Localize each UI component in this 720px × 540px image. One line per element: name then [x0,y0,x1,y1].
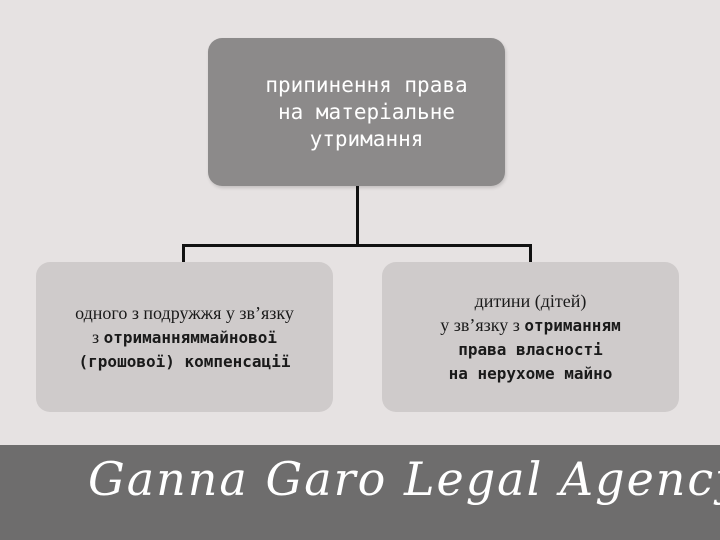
spouse-line-2b: отриманням [103,327,200,347]
child-node-spouse: одного з подружжя у зв’язку з отриманням… [36,262,333,412]
spouse-line-2a: з [91,326,104,347]
spouse-line-1: одного з подружжя у зв’язку [75,302,294,323]
child-line-4: на нерухоме майно [448,363,613,383]
connector-vertical-right [529,244,532,262]
footer-band [0,445,720,540]
root-node-text: припинення права на матеріальне утриманн… [245,72,467,153]
child-line-2a: у зв’язку з [440,314,525,335]
root-line-1: припинення права [265,72,468,97]
child-node-spouse-text: одного з подружжя у зв’язку з отриманням… [75,301,294,374]
child-node-child-text: дитини (дітей) у зв’язку з отриманням пр… [440,289,620,386]
child-line-1: дитини (дітей) [474,290,587,311]
spouse-line-2c: майнової [199,327,277,347]
root-line-2: на матеріальне [277,99,455,124]
brand-logo: Ganna Garo Legal Agency [88,452,720,506]
child-line-2b: отриманням [524,315,621,335]
connector-vertical-root [356,186,359,246]
root-line-3: утримання [309,126,424,151]
root-node: припинення права на матеріальне утриманн… [208,38,505,186]
child-node-child: дитини (дітей) у зв’язку з отриманням пр… [382,262,679,412]
spouse-line-2: з отриманняммайнової [75,325,294,350]
connector-vertical-left [182,244,185,262]
spouse-line-3: (грошової) компенсації [78,351,291,371]
child-line-3: права власності [458,339,603,359]
connector-horizontal [182,244,532,247]
child-line-2: у зв’язку з отриманням [440,313,620,338]
